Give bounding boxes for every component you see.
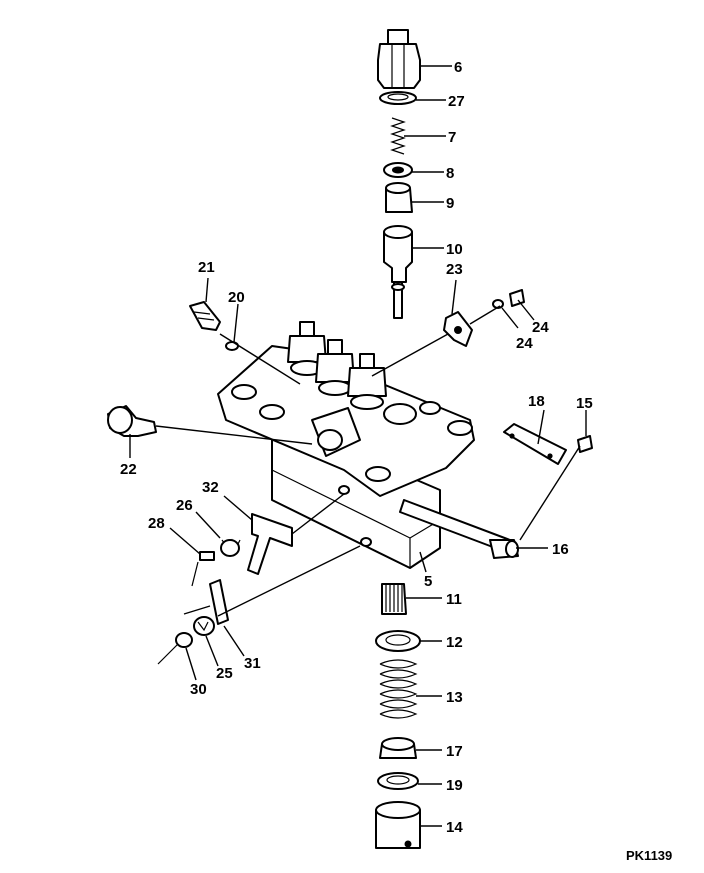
reference-code: PK1139 (626, 848, 672, 863)
label-13: 13 (446, 689, 463, 706)
label-12: 12 (446, 634, 463, 651)
label-15: 15 (576, 395, 593, 412)
shim-19 (377, 772, 419, 790)
label-30: 30 (190, 681, 207, 698)
label-6: 6 (454, 59, 462, 76)
nut-30 (157, 632, 193, 665)
label-19: 19 (446, 777, 463, 794)
label-28: 28 (148, 515, 165, 532)
delivery-holder-right (347, 353, 387, 410)
bleed-screw-21 (189, 301, 221, 331)
lower-seat-17 (379, 737, 417, 759)
label-24a: 24 (532, 319, 549, 336)
plunger-spring-13 (379, 659, 418, 719)
delivery-holder-left (287, 321, 327, 376)
label-16: 16 (552, 541, 569, 558)
label-21: 21 (198, 259, 215, 276)
label-9: 9 (446, 195, 454, 212)
delivery-valve-holder-6 (377, 29, 421, 89)
clip-28 (191, 551, 215, 587)
gear-sleeve-11 (381, 583, 407, 615)
label-22: 22 (120, 461, 137, 478)
spring-7 (390, 117, 406, 155)
tappet-14 (375, 801, 421, 849)
plate-18 (503, 423, 567, 465)
screw-15 (577, 435, 593, 453)
label-10: 10 (446, 241, 463, 258)
label-5: 5 (424, 573, 432, 590)
label-18: 18 (528, 393, 545, 410)
label-26: 26 (176, 497, 193, 514)
label-31: 31 (244, 655, 261, 672)
label-32: 32 (202, 479, 219, 496)
label-27: 27 (448, 93, 465, 110)
link-plate-32 (247, 513, 293, 575)
delivery-holder-middle (315, 339, 355, 396)
label-24b: 24 (516, 335, 533, 352)
washer-27 (379, 91, 417, 105)
label-20: 20 (228, 289, 245, 306)
plunger-barrel-10 (383, 225, 413, 319)
label-7: 7 (448, 129, 456, 146)
label-17: 17 (446, 743, 463, 760)
bracket-23 (443, 311, 473, 347)
leader-lines (129, 65, 587, 827)
plug-22 (107, 405, 157, 437)
spring-seat-12 (375, 630, 421, 652)
valve-9 (385, 182, 413, 213)
gasket-8 (383, 162, 413, 178)
part-labels: 6 27 7 8 9 10 21 20 23 24 24 22 18 15 32… (120, 59, 593, 836)
washer-20 (225, 341, 239, 351)
label-25: 25 (216, 665, 233, 682)
spring-25 (193, 616, 215, 636)
label-11: 11 (446, 591, 462, 608)
screw-24 (509, 289, 525, 307)
pump-housing-5 (217, 321, 475, 569)
control-rack-16 (399, 499, 519, 559)
label-14: 14 (446, 819, 463, 836)
label-23: 23 (446, 261, 463, 278)
spring-26 (220, 538, 241, 557)
label-8: 8 (446, 165, 454, 182)
